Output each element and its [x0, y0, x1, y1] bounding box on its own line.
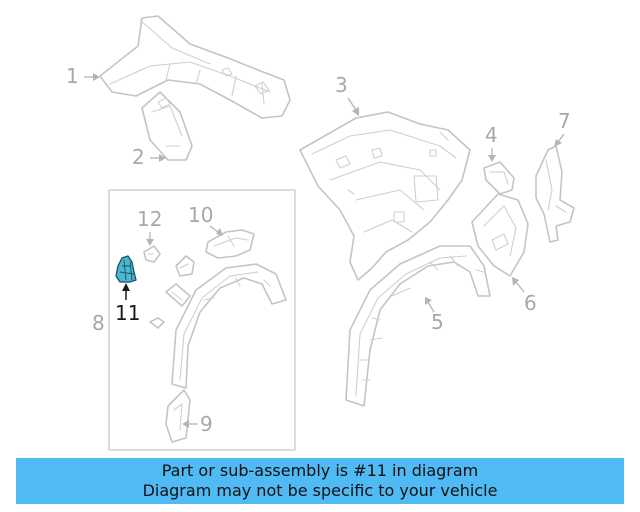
callout-10: 10 [188, 203, 223, 236]
callout-7-label: 7 [558, 109, 571, 133]
part-4-bracket[interactable] [483, 161, 515, 195]
callout-12-label: 12 [137, 207, 162, 231]
callout-8: 8 [92, 311, 105, 335]
callout-10-label: 10 [188, 203, 213, 227]
subassembly-8-box [108, 189, 296, 451]
part-9-lower-bracket[interactable] [165, 389, 191, 443]
part-5-outer-wheelhouse[interactable] [345, 245, 491, 407]
banner-line-1: Part or sub-assembly is #11 in diagram [161, 461, 479, 480]
callout-6: 6 [512, 277, 537, 315]
callout-11-label: 11 [115, 301, 140, 325]
callout-5-label: 5 [431, 310, 444, 334]
part-small-bracket-a[interactable] [175, 255, 195, 277]
part-1-rail[interactable] [99, 15, 291, 119]
callout-1-label: 1 [66, 64, 79, 88]
banner-line-2: Diagram may not be specific to your vehi… [142, 481, 498, 500]
info-banner: Part or sub-assembly is #11 in diagram D… [16, 458, 624, 504]
callout-4: 4 [485, 123, 498, 162]
callout-5: 5 [425, 297, 444, 334]
callout-2: 2 [132, 145, 166, 169]
part-11-highlighted[interactable] [115, 255, 137, 283]
callout-11: 11 [115, 283, 140, 325]
part-10-bracket[interactable] [205, 229, 255, 259]
part-6-side-panel[interactable] [471, 193, 529, 277]
callout-9-label: 9 [200, 412, 213, 436]
part-3-inner-panel[interactable] [299, 111, 471, 281]
part-2-bracket[interactable] [141, 91, 193, 161]
callout-12: 12 [137, 207, 162, 246]
callout-4-label: 4 [485, 123, 498, 147]
callout-7: 7 [554, 109, 571, 147]
callout-1: 1 [66, 64, 100, 88]
part-inner-wheelhouse[interactable] [171, 263, 287, 389]
parts-diagram: 1 2 3 4 5 [66, 15, 575, 451]
callout-9: 9 [182, 412, 213, 436]
callout-2-label: 2 [132, 145, 145, 169]
callout-6-label: 6 [524, 291, 537, 315]
callout-8-label: 8 [92, 311, 105, 335]
part-12-clip[interactable] [143, 245, 161, 263]
part-small-bracket-b[interactable] [165, 283, 191, 307]
part-7-pillar[interactable] [535, 145, 575, 243]
callout-3-label: 3 [335, 73, 348, 97]
callout-3: 3 [335, 73, 359, 116]
part-small-clip-c[interactable] [149, 317, 165, 329]
